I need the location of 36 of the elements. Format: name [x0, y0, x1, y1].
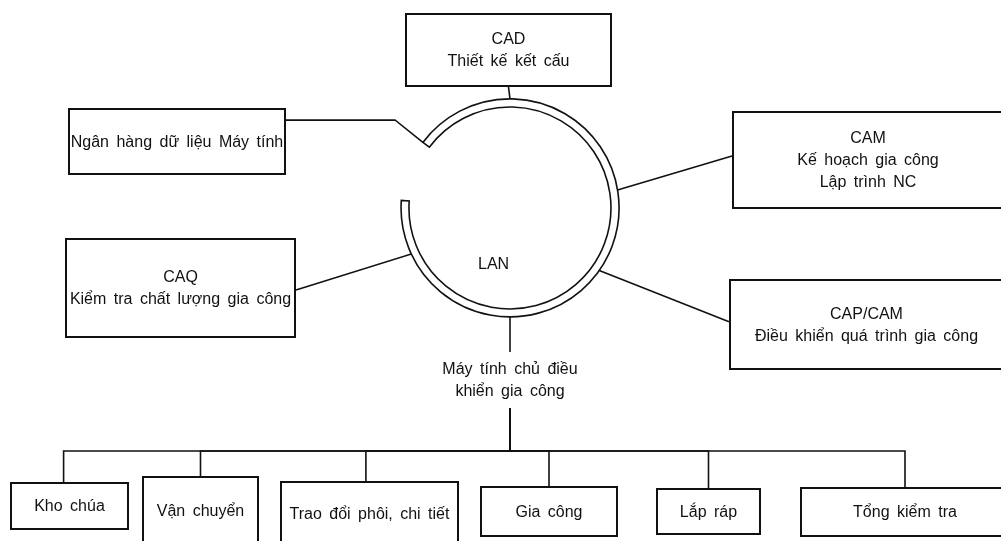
process-box	[280, 481, 459, 541]
connector-line	[285, 119, 424, 144]
box-text: Lập trình NC	[819, 172, 917, 192]
process-box	[142, 476, 259, 541]
box-heading: CAD	[491, 29, 526, 49]
box-text: Gia công	[515, 501, 583, 522]
box-text: Kho chúa	[34, 496, 105, 516]
process-box	[480, 486, 618, 537]
ring-label: LAN	[478, 254, 510, 274]
box-heading: CAQ	[163, 267, 198, 287]
process-box	[65, 238, 296, 338]
box-text: Vận chuyển	[156, 501, 245, 521]
box-text: Lắp ráp	[679, 501, 738, 522]
process-box	[68, 108, 286, 175]
box-text: Thiết kế kết cấu	[447, 51, 570, 71]
box-text: Kiểm tra chất lượng gia công	[69, 289, 292, 309]
box-heading: CAP/CAM	[830, 303, 903, 324]
process-box	[732, 111, 1001, 209]
connector-line	[616, 155, 733, 191]
box-text: Kế hoạch gia công	[797, 150, 939, 170]
process-box	[10, 482, 129, 530]
box-text: Ngân hàng dữ liệu Máy tính	[70, 131, 284, 152]
box-heading: CAM	[850, 128, 886, 148]
process-box	[405, 13, 612, 87]
box-text: Tổng kiểm tra	[853, 502, 957, 522]
lan-ring	[400, 98, 620, 318]
process-box	[800, 487, 1001, 537]
box-text: Trao đổi phôi, chi tiết	[289, 504, 450, 524]
connector-line	[509, 316, 511, 353]
process-box	[656, 488, 761, 535]
process-box	[729, 279, 1001, 370]
connector-line	[598, 269, 730, 323]
connector-line	[509, 407, 906, 488]
connector-line	[295, 253, 412, 291]
box-text: Điều khiển quá trình gia công	[754, 325, 979, 346]
node-text: Máy tính chủ điều khiển gia công	[420, 352, 600, 408]
